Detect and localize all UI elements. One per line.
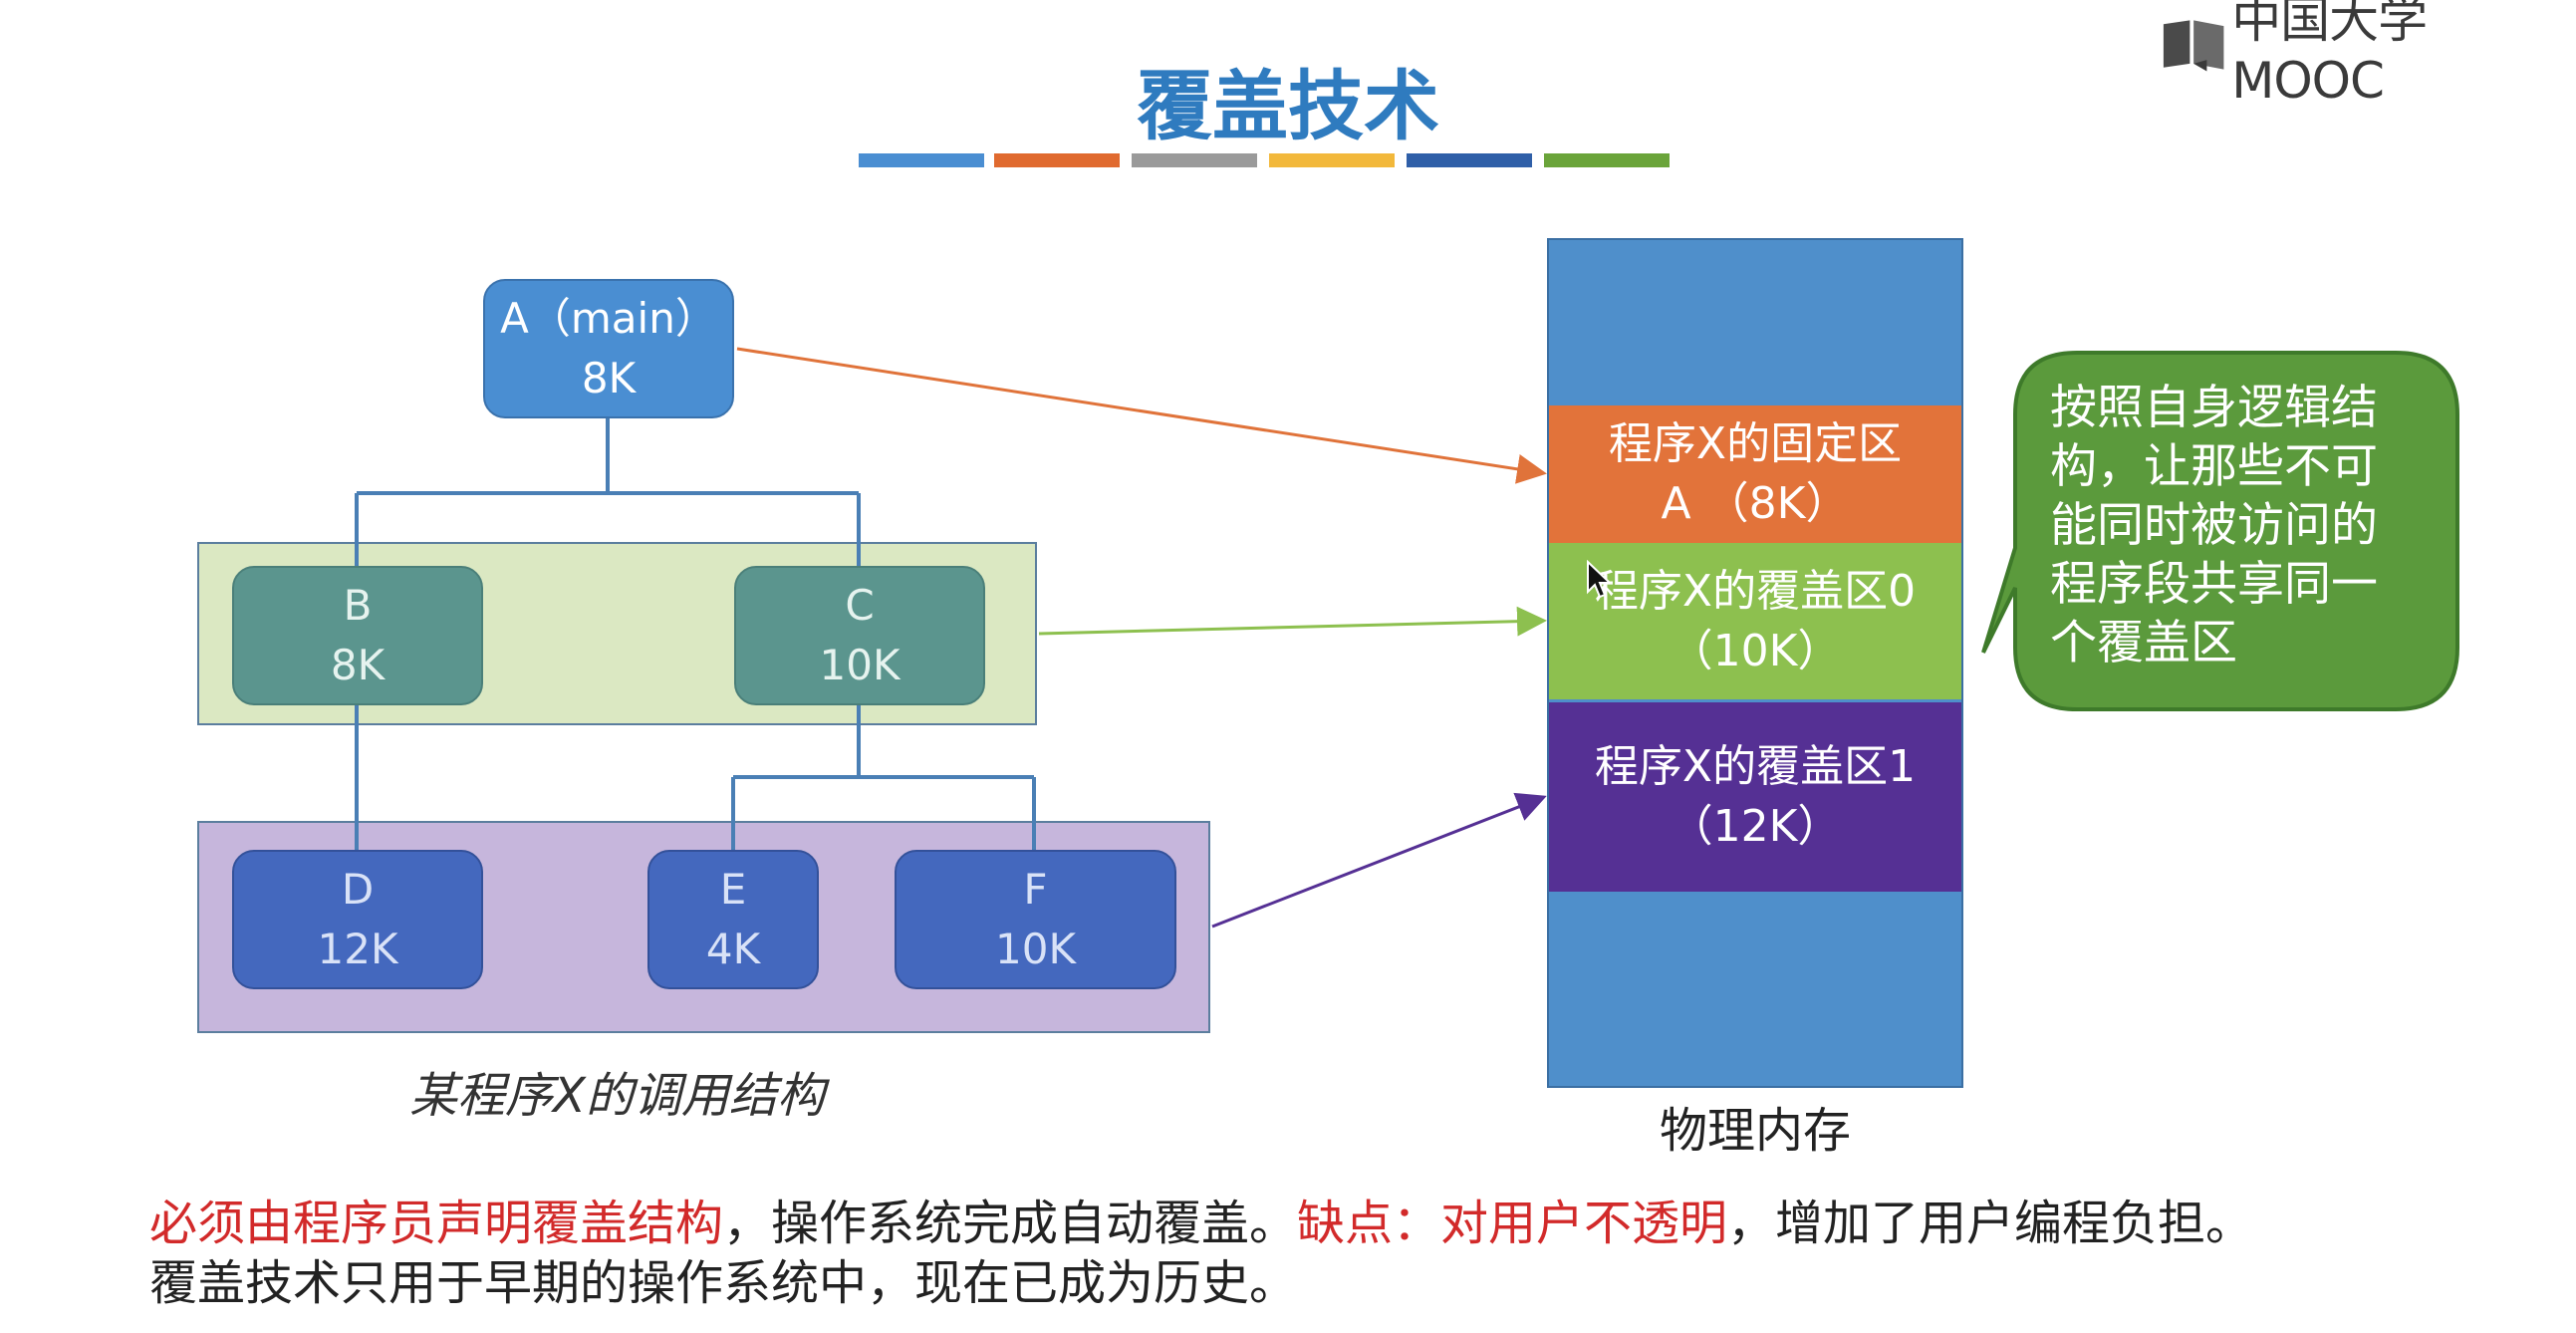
memory-overlay1-line2: （12K） <box>1669 801 1842 852</box>
title-bar-3 <box>1132 153 1257 167</box>
node-f-name: F <box>1023 865 1048 914</box>
node-d-size: 12K <box>317 925 398 973</box>
node-f-size: 10K <box>995 925 1076 973</box>
node-d: D 12K <box>232 850 483 989</box>
callout-line-1: 按照自身逻辑结 <box>2050 381 2378 435</box>
node-c-name: C <box>845 581 875 630</box>
arrow-to-overlay1 <box>1211 792 1547 929</box>
page-title: 覆盖技术 <box>1137 62 1439 150</box>
memory-bottom <box>1547 892 1963 1088</box>
bottom-black-2: ，增加了用户编程负担。 <box>1727 1196 2254 1251</box>
memory-label: 物理内存 <box>1659 1103 1851 1159</box>
bottom-red-1: 必须由程序员声明覆盖结构 <box>149 1196 724 1251</box>
memory-overlay0-line2: （10K） <box>1669 625 1842 676</box>
bottom-red-2: 缺点：对用户不透明 <box>1297 1196 1728 1251</box>
node-b: B 8K <box>232 566 483 705</box>
node-b-name: B <box>343 581 373 630</box>
book-icon <box>2163 20 2224 72</box>
node-a-size: 8K <box>581 354 637 402</box>
memory-fixed-line1: 程序X的固定区 <box>1608 418 1903 469</box>
logo-text: 中国大学MOOC <box>2231 0 2428 110</box>
memory-overlay1-line1: 程序X的覆盖区1 <box>1594 741 1917 792</box>
node-b-size: 8K <box>330 641 386 689</box>
memory-gap <box>1547 699 1963 702</box>
node-a: A（main） 8K <box>483 279 734 418</box>
node-d-name: D <box>341 865 375 914</box>
title-bar-6 <box>1544 153 1670 167</box>
node-c: C 10K <box>734 566 985 705</box>
callout-line-2: 构，让那些不可 <box>2050 439 2378 494</box>
node-a-name: A（main） <box>500 294 717 343</box>
node-c-size: 10K <box>819 641 901 689</box>
memory-overlay0-line1: 程序X的覆盖区0 <box>1594 565 1917 617</box>
node-e-name: E <box>719 865 747 914</box>
cursor-icon <box>1587 560 1612 599</box>
node-e: E 4K <box>647 850 819 989</box>
arrow-to-fixed <box>736 347 1547 484</box>
bottom-line-1: 必须由程序员声明覆盖结构，操作系统完成自动覆盖。缺点：对用户不透明，增加了用户编… <box>149 1194 2540 1253</box>
title-bar-2 <box>994 153 1120 167</box>
callout-text: 按照自身逻辑结 构，让那些不可 能同时被访问的 程序段共享同一 个覆盖区 <box>2050 379 2429 672</box>
memory-overlay1: 程序X的覆盖区1 （12K） <box>1547 702 1963 892</box>
memory-overlay0: 程序X的覆盖区0 （10K） <box>1547 543 1963 699</box>
mooc-logo: 中国大学MOOC <box>2162 0 2560 110</box>
memory-fixed-line2: A （8K） <box>1661 478 1850 529</box>
node-e-size: 4K <box>705 925 761 973</box>
title-bar-5 <box>1407 153 1532 167</box>
bottom-line-2: 覆盖技术只用于早期的操作系统中，现在已成为历史。 <box>149 1255 1298 1311</box>
memory-top <box>1547 238 1963 405</box>
tree-caption: 某程序X的调用结构 <box>409 1068 825 1124</box>
callout-bubble <box>1981 351 2459 711</box>
callout-line-4: 程序段共享同一 <box>2050 557 2378 612</box>
bottom-black-1: ，操作系统完成自动覆盖。 <box>723 1196 1298 1251</box>
title-bar-4 <box>1269 153 1395 167</box>
title-bar-1 <box>859 153 984 167</box>
memory-fixed-area: 程序X的固定区 A （8K） <box>1547 405 1963 543</box>
arrow-to-overlay0 <box>1038 606 1547 637</box>
callout-line-3: 能同时被访问的 <box>2050 498 2378 553</box>
callout-line-5: 个覆盖区 <box>2050 616 2237 670</box>
node-f: F 10K <box>895 850 1176 989</box>
